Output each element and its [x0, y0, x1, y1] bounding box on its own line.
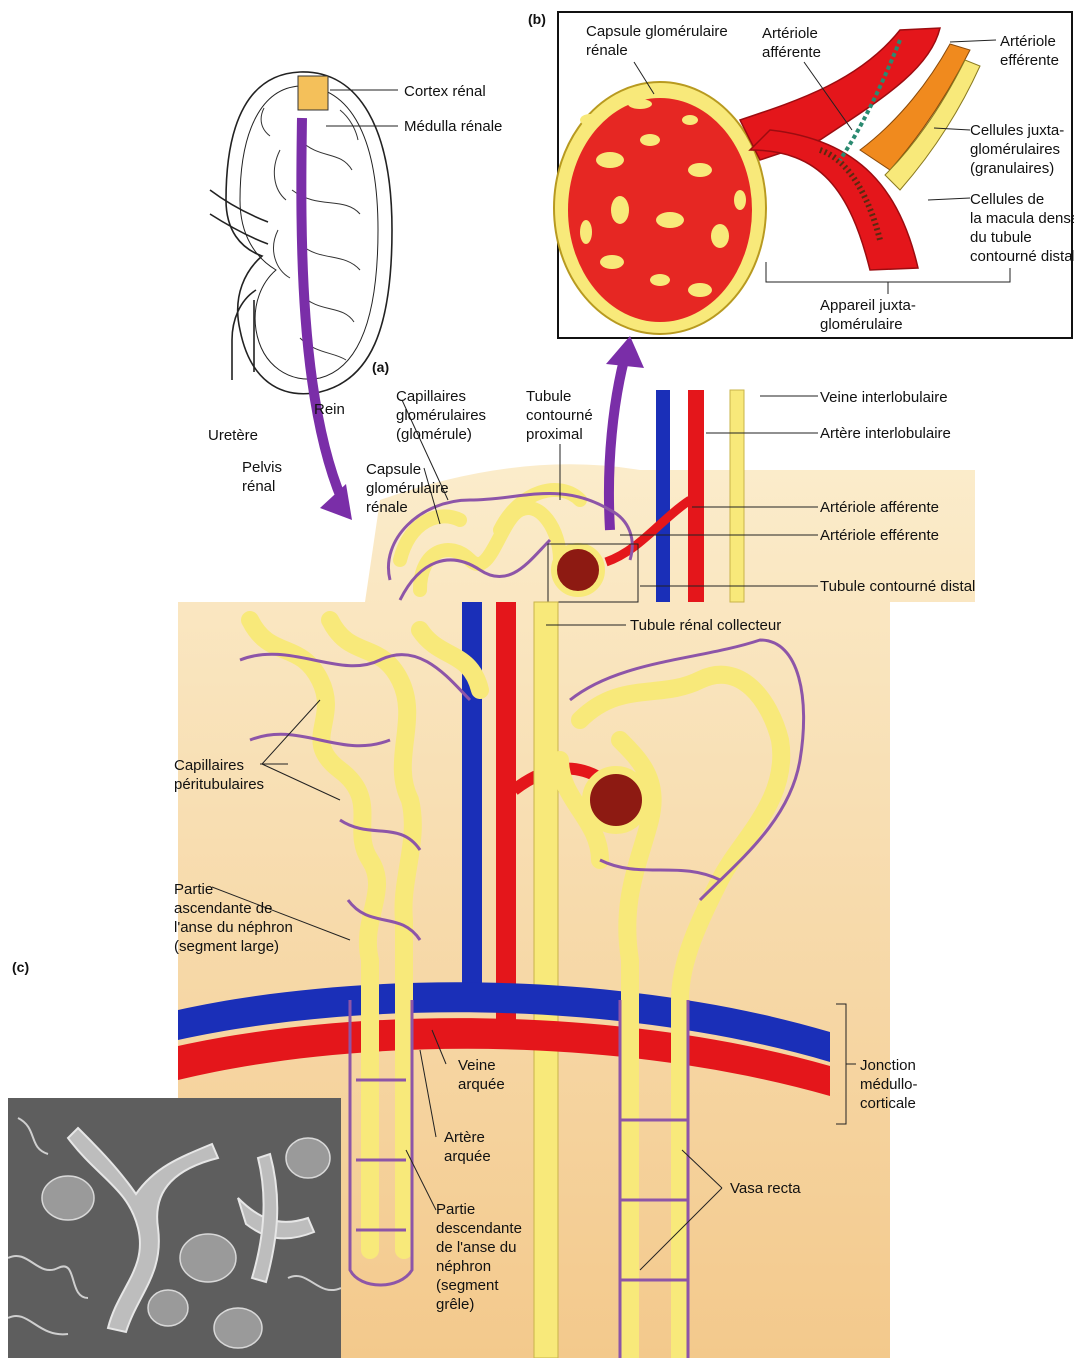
label-cap-peri-line-1: Capillaires	[174, 756, 264, 775]
panel-label-b: (b)	[528, 10, 546, 29]
label-tubule-proximal: Tubule contourné proximal	[526, 387, 593, 444]
label-artere-arquee-line-1: Artère	[444, 1128, 491, 1147]
interlobular-vein	[656, 390, 670, 602]
label-veine-arquee-line-2: arquée	[458, 1075, 505, 1094]
label-b-juxta-line-2: glomérulaires	[970, 140, 1064, 159]
label-cap-glom-line-3: (glomérule)	[396, 425, 486, 444]
label-artere-arquee-line-2: arquée	[444, 1147, 491, 1166]
label-tubule-collecteur: Tubule rénal collecteur	[630, 616, 781, 635]
label-b-juxta-cells: Cellules juxta- glomérulaires (granulair…	[970, 121, 1064, 178]
collecting-duct-top	[730, 390, 744, 602]
label-cap-peri-line-2: péritubulaires	[174, 775, 264, 794]
label-pelvis-line-1: Pelvis	[242, 458, 282, 477]
label-veine-arquee-line-1: Veine	[458, 1056, 505, 1075]
label-jonction-line-2: médullo-	[860, 1075, 918, 1094]
label-desc-line-4: néphron	[436, 1257, 522, 1276]
label-artere-arquee: Artère arquée	[444, 1128, 491, 1166]
cortex-highlight-box	[298, 76, 328, 110]
label-b-macula-densa: Cellules de la macula densa du tubule co…	[970, 190, 1074, 266]
label-jonction-line-3: corticale	[860, 1094, 918, 1113]
collecting-duct-c	[534, 602, 558, 1358]
label-capsule: Capsule glomérulaire rénale	[366, 460, 449, 517]
glomerulus-a	[554, 546, 602, 594]
label-b-afferent-line-2: afférente	[762, 43, 821, 62]
panel-label-c: (c)	[12, 958, 29, 977]
interlobular-artery-c	[496, 602, 516, 1022]
label-b-efferent-line-2: efférente	[1000, 51, 1059, 70]
label-capillaires-peritubulaires: Capillaires péritubulaires	[174, 756, 264, 794]
label-b-capsule: Capsule glomérulaire rénale	[586, 22, 728, 60]
label-b-juxta-line-3: (granulaires)	[970, 159, 1064, 178]
label-pelvis: Pelvis rénal	[242, 458, 282, 496]
label-b-afferent-line-1: Artériole	[762, 24, 821, 43]
sem-micrograph	[8, 1098, 341, 1358]
label-b-appareil-line-1: Appareil juxta-	[820, 296, 916, 315]
label-capsule-line-2: glomérulaire	[366, 479, 449, 498]
label-capsule-line-3: rénale	[366, 498, 449, 517]
label-desc-line-5: (segment	[436, 1276, 522, 1295]
label-uretere: Uretère	[208, 426, 258, 445]
label-capsule-line-1: Capsule	[366, 460, 449, 479]
label-artere-interlobulaire: Artère interlobulaire	[820, 424, 951, 443]
label-desc-line-6: grêle)	[436, 1295, 522, 1314]
label-partie-descendante: Partie descendante de l'anse du néphron …	[436, 1200, 522, 1314]
glomerulus-detail	[554, 82, 766, 334]
label-b-capsule-line-1: Capsule glomérulaire	[586, 22, 728, 41]
label-jonction: Jonction médullo- corticale	[860, 1056, 918, 1113]
label-b-juxta-line-1: Cellules juxta-	[970, 121, 1064, 140]
label-cap-glom-line-1: Capillaires	[396, 387, 486, 406]
label-b-macula-line-2: la macula densa	[970, 209, 1074, 228]
label-arteriole-afferente: Artériole afférente	[820, 498, 939, 517]
label-asc-line-1: Partie	[174, 880, 293, 899]
label-desc-line-2: descendante	[436, 1219, 522, 1238]
panel-label-a: (a)	[372, 358, 389, 377]
label-capillaires-glomerulaires: Capillaires glomérulaires (glomérule)	[396, 387, 486, 444]
label-desc-line-3: de l'anse du	[436, 1238, 522, 1257]
label-tub-prox-line-2: contourné	[526, 406, 593, 425]
glomerulus-c	[586, 770, 646, 830]
label-desc-line-1: Partie	[436, 1200, 522, 1219]
label-partie-ascendante: Partie ascendante de l'anse du néphron (…	[174, 880, 293, 956]
label-tub-prox-line-1: Tubule	[526, 387, 593, 406]
interlobular-artery	[688, 390, 704, 602]
label-tubule-distal: Tubule contourné distal	[820, 577, 975, 596]
zoom-arrow-kidney	[301, 118, 342, 500]
label-cortex: Cortex rénal	[404, 82, 486, 101]
label-asc-line-2: ascendante de	[174, 899, 293, 918]
label-veine-interlobulaire: Veine interlobulaire	[820, 388, 948, 407]
label-b-macula-line-4: contourné distal	[970, 247, 1074, 266]
label-tub-prox-line-3: proximal	[526, 425, 593, 444]
label-b-macula-line-3: du tubule	[970, 228, 1074, 247]
label-asc-line-4: (segment large)	[174, 937, 293, 956]
label-pelvis-line-2: rénal	[242, 477, 282, 496]
label-b-macula-line-1: Cellules de	[970, 190, 1074, 209]
label-asc-line-3: l'anse du néphron	[174, 918, 293, 937]
label-b-appareil-line-2: glomérulaire	[820, 315, 916, 334]
label-b-appareil: Appareil juxta- glomérulaire	[820, 296, 916, 334]
label-vasa-recta: Vasa recta	[730, 1179, 801, 1198]
label-medulla: Médulla rénale	[404, 117, 502, 136]
label-b-efferent: Artériole efférente	[1000, 32, 1059, 70]
zoom-arrowhead-b	[606, 336, 644, 368]
label-cap-glom-line-2: glomérulaires	[396, 406, 486, 425]
label-arteriole-efferente: Artériole efférente	[820, 526, 939, 545]
kidney-pointer-lines	[326, 90, 398, 126]
label-b-capsule-line-2: rénale	[586, 41, 728, 60]
label-veine-arquee: Veine arquée	[458, 1056, 505, 1094]
label-jonction-line-1: Jonction	[860, 1056, 918, 1075]
label-rein: Rein	[314, 400, 345, 419]
label-b-efferent-line-1: Artériole	[1000, 32, 1059, 51]
label-b-afferent: Artériole afférente	[762, 24, 821, 62]
